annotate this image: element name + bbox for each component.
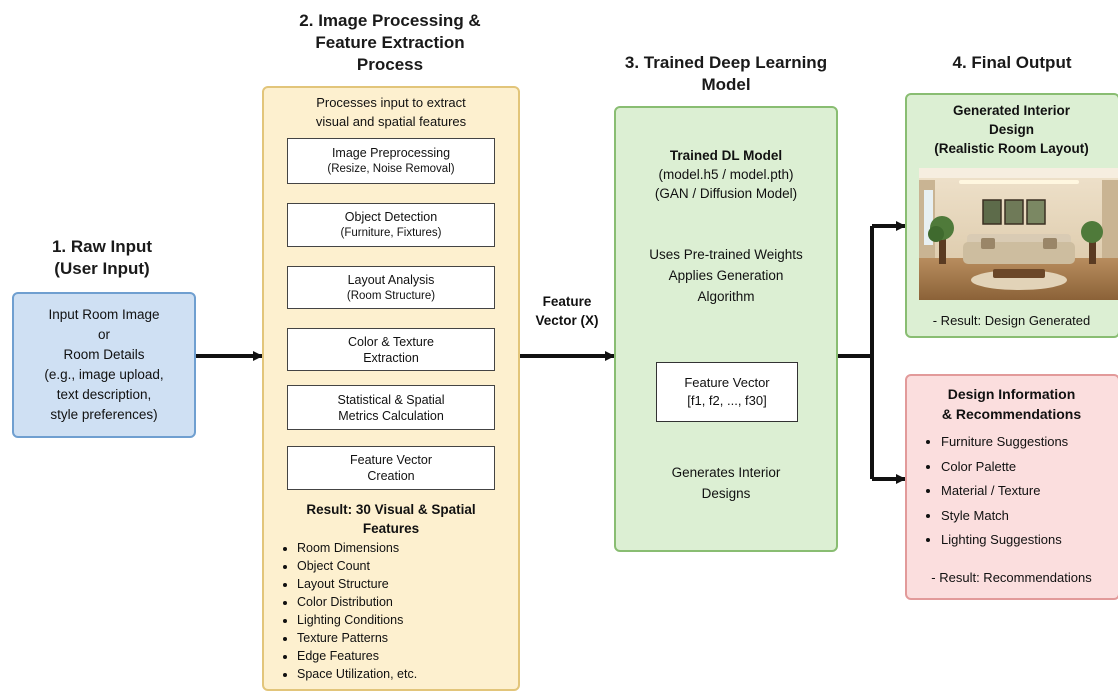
room-render-image	[919, 168, 1118, 300]
recommend-item: Color Palette	[941, 455, 1118, 480]
step-feature-vector-creation: Feature Vector Creation	[287, 446, 495, 490]
recommend-title: Design Information & Recommendations	[905, 384, 1118, 424]
recommend-title-line: Design Information	[947, 386, 1076, 402]
feature-list: Room Dimensions Object Count Layout Stru…	[280, 539, 516, 683]
raw-input-text: Room Details	[63, 347, 145, 362]
output-heading-line: 4. Final Output	[952, 53, 1072, 72]
step-title: Layout Analysis	[347, 272, 435, 287]
model-applies-line: Algorithm	[697, 289, 755, 304]
step-detail: (Furniture, Fixtures)	[340, 227, 442, 239]
step-statistical-metrics: Statistical & Spatial Metrics Calculatio…	[287, 385, 495, 430]
model-info: Trained DL Model (model.h5 / model.pth) …	[614, 146, 838, 203]
recommend-panel	[905, 374, 1118, 600]
raw-input-heading-line: (User Input)	[54, 259, 150, 278]
model-vector-values: [f1, f2, ..., f30]	[687, 393, 767, 408]
feature-item: Room Dimensions	[297, 539, 516, 557]
step-title: Image Preprocessing	[331, 146, 451, 160]
recommend-item: Lighting Suggestions	[941, 528, 1118, 553]
model-files: (model.h5 / model.pth)	[658, 167, 794, 182]
raw-input-text: text description,	[56, 387, 152, 402]
raw-input-text: Input Room Image	[48, 307, 160, 322]
step-detail: Extraction	[363, 350, 419, 365]
raw-input-text: (e.g., image upload,	[44, 367, 164, 382]
step-title: Statistical & Spatial	[337, 392, 445, 407]
raw-input-heading-line: 1. Raw Input	[51, 237, 153, 256]
processing-heading: 2. Image Processing & Feature Extraction…	[262, 10, 518, 76]
feature-item: Lighting Conditions	[297, 611, 516, 629]
raw-input-text: or	[97, 327, 110, 342]
feature-item: Layout Structure	[297, 575, 516, 593]
output-heading: 4. Final Output	[906, 52, 1118, 74]
step-object-detection: Object Detection (Furniture, Fixtures)	[287, 203, 495, 247]
design-title-line: Generated Interior	[952, 103, 1071, 118]
raw-input-text: style preferences)	[50, 407, 158, 422]
raw-input-heading: 1. Raw Input (User Input)	[22, 236, 182, 280]
design-title-line: Design	[988, 122, 1034, 137]
recommend-item: Style Match	[941, 504, 1118, 529]
model-types: (GAN / Diffusion Model)	[654, 186, 798, 201]
model-process: Uses Pre-trained Weights Applies Generat…	[614, 244, 838, 307]
feature-item: Object Count	[297, 557, 516, 575]
model-generates-line: Generates Interior	[671, 465, 781, 480]
step-detail: Metrics Calculation	[338, 408, 444, 423]
model-panel	[614, 106, 838, 552]
model-weights: Uses Pre-trained Weights	[649, 247, 803, 262]
design-result: - Result: Design Generated	[905, 312, 1118, 330]
processing-result-line: Features	[362, 521, 420, 536]
feature-vector-connector-label: Feature Vector (X)	[520, 292, 614, 330]
processing-heading-line: Feature Extraction	[315, 33, 465, 52]
processing-intro-line: visual and spatial features	[315, 114, 467, 129]
feature-item: Color Distribution	[297, 593, 516, 611]
step-color-texture: Color & Texture Extraction	[287, 328, 495, 371]
recommend-title-line: & Recommendations	[941, 406, 1082, 422]
processing-result-line: Result: 30 Visual & Spatial	[306, 502, 476, 517]
step-detail: (Resize, Noise Removal)	[327, 163, 455, 175]
design-subtitle: (Realistic Room Layout)	[934, 141, 1089, 156]
connector-label-line: Feature	[542, 294, 592, 309]
processing-intro-line: Processes input to extract	[316, 95, 466, 110]
processing-result-title: Result: 30 Visual & Spatial Features	[262, 500, 520, 538]
model-applies-line: Applies Generation	[668, 268, 784, 283]
recommend-result: - Result: Recommendations	[905, 569, 1118, 587]
model-heading-line: Model	[701, 75, 751, 94]
raw-input-box: Input Room Image or Room Details (e.g., …	[12, 292, 196, 438]
arrow-model-to-outputs	[838, 226, 874, 479]
model-generates: Generates Interior Designs	[614, 462, 838, 504]
design-result-text: - Result: Design Generated	[932, 313, 1091, 328]
recommend-result-text: - Result: Recommendations	[931, 570, 1092, 585]
feature-item: Texture Patterns	[297, 629, 516, 647]
step-title: Object Detection	[344, 210, 438, 224]
model-heading: 3. Trained Deep Learning Model	[600, 52, 852, 96]
model-vector-title: Feature Vector	[684, 375, 770, 390]
connector-label-line: Vector (X)	[535, 313, 599, 328]
processing-intro: Processes input to extract visual and sp…	[262, 93, 520, 131]
step-title: Color & Texture	[348, 334, 434, 349]
step-image-preprocessing: Image Preprocessing (Resize, Noise Remov…	[287, 138, 495, 184]
step-detail: (Room Structure)	[346, 289, 436, 302]
step-layout-analysis: Layout Analysis (Room Structure)	[287, 266, 495, 309]
model-heading-line: 3. Trained Deep Learning	[624, 53, 828, 72]
design-title: Generated Interior Design (Realistic Roo…	[905, 101, 1118, 158]
step-title: Feature Vector	[350, 453, 432, 467]
recommend-item: Material / Texture	[941, 479, 1118, 504]
model-feature-vector-box: Feature Vector [f1, f2, ..., f30]	[656, 362, 798, 422]
recommend-list: Furniture Suggestions Color Palette Mate…	[922, 430, 1118, 553]
processing-heading-line: Process	[356, 55, 424, 74]
step-detail: Creation	[367, 469, 415, 483]
model-name: Trained DL Model	[669, 148, 783, 163]
feature-item: Edge Features	[297, 647, 516, 665]
model-generates-line: Designs	[701, 486, 751, 501]
processing-heading-line: 2. Image Processing &	[299, 11, 481, 30]
feature-item: Space Utilization, etc.	[297, 665, 516, 683]
recommend-item: Furniture Suggestions	[941, 430, 1118, 455]
